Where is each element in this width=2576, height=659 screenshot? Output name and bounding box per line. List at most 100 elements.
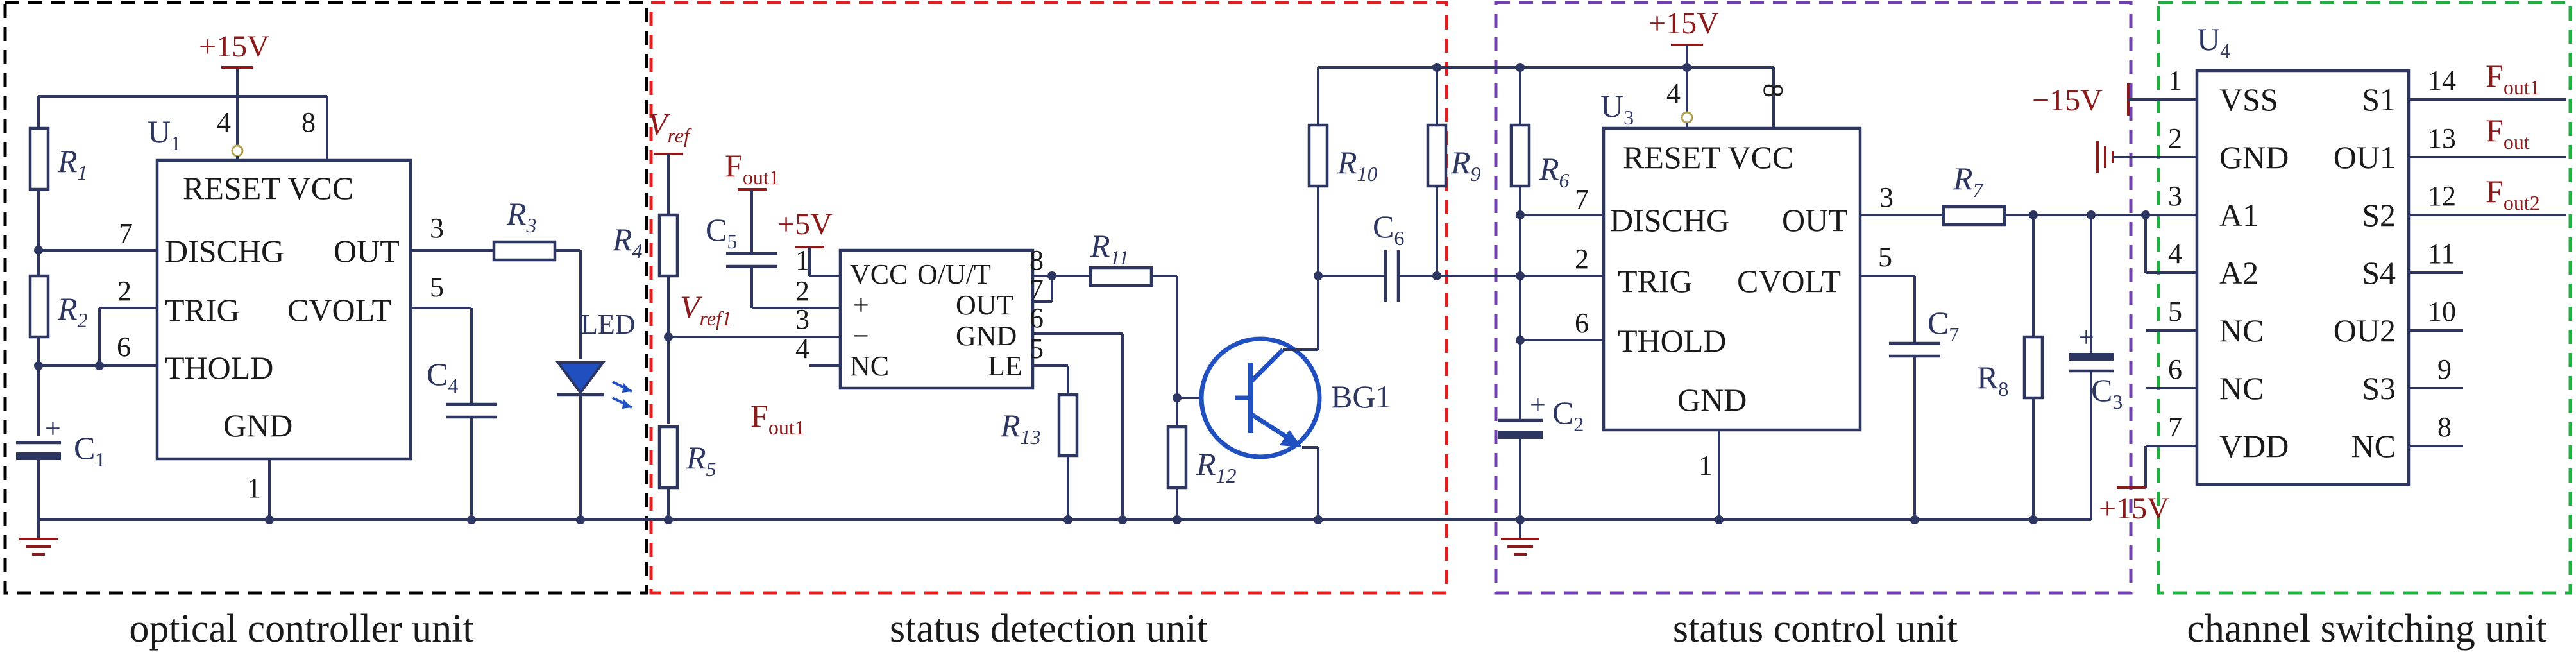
u4-lpin-1: 2 — [2168, 123, 2182, 154]
c3-label: C3 — [2091, 372, 2123, 413]
status-control-frame — [1494, 1, 2133, 595]
u4-left-6: VDD — [2219, 428, 2289, 464]
r8-label: R8 — [1977, 359, 2008, 400]
u2-pin-6: 6 — [1030, 302, 1044, 334]
u1-pin-4: 4 — [217, 107, 231, 138]
u4-lpin-4: 5 — [2168, 296, 2182, 327]
c1-label: C1 — [74, 430, 105, 471]
r11-label: R11 — [1090, 228, 1129, 269]
u1-reset-vcc: RESET VCC — [183, 170, 353, 206]
r11-resistor — [1089, 266, 1153, 287]
r8-resistor — [2022, 335, 2044, 400]
u4-lpin-2: 3 — [2168, 180, 2182, 212]
vref1-label: Vref1 — [680, 289, 732, 330]
r4-resistor — [657, 213, 679, 278]
r7-resistor — [1942, 205, 2006, 227]
u3-chip — [1602, 126, 1862, 432]
u4-rpin-0: 14 — [2428, 65, 2456, 96]
u4-left-5: NC — [2219, 370, 2264, 406]
u1-pin-6: 6 — [117, 331, 131, 363]
u2-vcc-label: +5V — [777, 207, 833, 241]
led-label: LED — [580, 309, 636, 340]
channel-switching-caption: channel switching unit — [2187, 607, 2546, 651]
c7-label: C7 — [1928, 305, 1959, 346]
u3-pin-5: 5 — [1878, 241, 1892, 273]
u1-chip — [155, 158, 412, 461]
u1-vcc-label: +15V — [199, 30, 269, 64]
u3-gnd: GND — [1677, 382, 1747, 418]
u4-right-5: S3 — [2362, 370, 2396, 406]
status-detection-caption: status detection unit — [890, 607, 1208, 651]
c6-label: C6 — [1373, 209, 1404, 250]
u1-trig: TRIG — [165, 292, 240, 328]
r7-label: R7 — [1953, 160, 1985, 201]
r5-resistor — [657, 425, 679, 490]
u3-thold: THOLD — [1618, 323, 1726, 359]
u3-pin-2: 2 — [1575, 243, 1589, 275]
u2-pin-2: 2 — [795, 275, 809, 307]
status-detection-frame — [649, 1, 1448, 595]
u4-rpin-6: 8 — [2437, 411, 2452, 443]
r9-resistor — [1426, 123, 1448, 188]
u3-cvolt: CVOLT — [1737, 263, 1841, 299]
r4-label: R4 — [612, 221, 643, 262]
u4-left-1: GND — [2219, 139, 2289, 175]
u2-out-top: O/U/T — [917, 259, 991, 290]
svg-text:+: + — [1530, 389, 1546, 420]
channel-switching-unit: U4 VSS GND A1 A2 NC NC VDD S1 OU1 S2 S4 … — [2032, 21, 2566, 526]
u4-chip — [2195, 69, 2411, 486]
u2-out: OUT — [956, 289, 1014, 321]
u1-pin-3: 3 — [430, 212, 444, 244]
u4-rpin-3: 11 — [2428, 238, 2455, 270]
optical-controller-unit: +15V U1 RESET VCC DISCHG OUT TRIG CVOLT … — [16, 30, 667, 556]
u4-lpin-0: 1 — [2168, 65, 2182, 96]
u4-right-1: OU1 — [2334, 139, 2396, 175]
u4-out-fout1: Fout1 — [2486, 58, 2540, 99]
r10-resistor — [1307, 123, 1329, 188]
status-control-unit: +15V 8 4 U3 RESET VCC DISCHG OUT TRIG CV… — [1498, 6, 2150, 556]
u4-left-0: VSS — [2219, 81, 2278, 117]
svg-text:+: + — [2078, 321, 2094, 353]
r3-label: R3 — [506, 196, 537, 237]
u2-pin-4: 4 — [795, 333, 809, 364]
u4-right-0: S1 — [2362, 81, 2396, 117]
optical-controller-caption: optical controller unit — [129, 607, 473, 651]
r6-resistor — [1509, 123, 1531, 188]
u1-cvolt: CVOLT — [287, 292, 391, 328]
u1-pin-8: 8 — [301, 107, 316, 138]
u4-out-fout2: Fout2 — [2486, 173, 2540, 214]
u3-pin-6: 6 — [1575, 307, 1589, 339]
status-control-caption: status control unit — [1673, 607, 1958, 651]
u2-pin-1: 1 — [795, 244, 809, 276]
r13-resistor — [1057, 393, 1079, 458]
u2-pin-3: 3 — [795, 304, 809, 335]
u4-designator: U4 — [2197, 21, 2230, 62]
channel-switching-frame — [2157, 1, 2572, 595]
r12-resistor — [1166, 425, 1188, 490]
r3-resistor — [492, 240, 557, 262]
u3-out: OUT — [1782, 202, 1848, 238]
u4-rpin-2: 12 — [2428, 180, 2456, 212]
bg1-label: BG1 — [1331, 379, 1391, 415]
r1-label: R1 — [57, 143, 88, 184]
u3-pin-3: 3 — [1879, 182, 1894, 213]
u1-dischg: DISCHG — [165, 233, 284, 269]
r13-label: R13 — [1000, 407, 1041, 449]
u4-rpin-4: 10 — [2428, 296, 2456, 327]
u4-left-2: A1 — [2219, 197, 2258, 233]
u3-pin-1: 1 — [1699, 450, 1713, 481]
u1-designator: U1 — [148, 114, 181, 155]
u4-right-6: NC — [2351, 428, 2396, 464]
u4-right-4: OU2 — [2334, 312, 2396, 348]
u4-out-fout: Fout — [2486, 112, 2530, 153]
u3-dischg: DISCHG — [1610, 202, 1729, 238]
r12-label: R12 — [1196, 446, 1237, 487]
c5-label: C5 — [706, 212, 737, 253]
u4-lpin-3: 4 — [2168, 238, 2182, 270]
u4-vss-label: −15V — [2032, 83, 2103, 117]
optical-controller-frame — [3, 1, 648, 595]
r2-label: R2 — [57, 291, 88, 332]
u4-left-4: NC — [2219, 312, 2264, 348]
u1-out: OUT — [334, 233, 400, 269]
u2-vcc: VCC — [850, 259, 908, 290]
